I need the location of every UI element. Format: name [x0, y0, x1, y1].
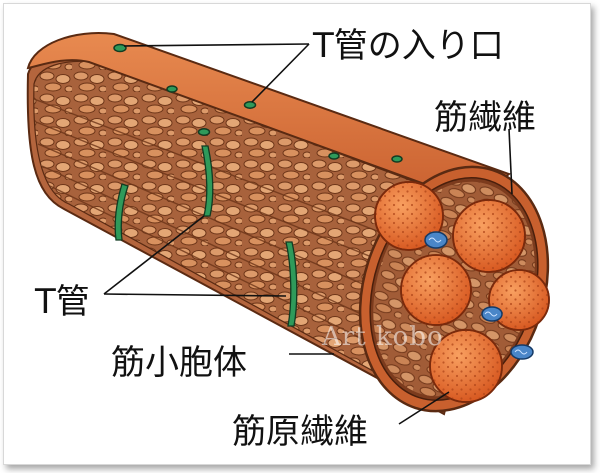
t-tubule-opening: [166, 85, 178, 93]
label-t-tubule-opening: T管の入り口: [313, 26, 504, 66]
t-tubule-openings: [113, 43, 403, 163]
label-sarcoplasmic-reticulum: 筋小胞体: [111, 343, 247, 383]
t-tubule-opening: [243, 101, 257, 109]
illustration-frame: Art koho Art kobo T管の入り口 筋繊維 T管 筋小胞体 筋原繊…: [3, 3, 591, 465]
watermark-left: Art koho: [154, 322, 276, 352]
myofibrils: [374, 181, 550, 403]
leader-t-tubule: [103, 215, 205, 295]
mitochondria: [424, 231, 534, 360]
watermark-right: Art kobo: [322, 322, 444, 352]
leader-muscle-fiber: [508, 128, 513, 195]
label-muscle-fiber: 筋繊維: [434, 98, 536, 138]
t-tubule: [114, 183, 129, 241]
leader-t-tubule: [103, 293, 287, 297]
sarcolemma-top: [26, 32, 512, 204]
t-tubule-opening: [328, 152, 340, 160]
t-tubule-opening: [197, 128, 211, 136]
leader-myofibril: [398, 391, 450, 425]
leader-t-tubule-opening: [123, 43, 310, 47]
t-tubule: [285, 241, 298, 327]
leader-t-tubule-opening: [251, 43, 310, 103]
t-tubule-opening: [113, 43, 127, 53]
muscle-fiber-illustration: [26, 32, 550, 425]
mitochondrion: [481, 306, 503, 322]
mitochondrion: [510, 344, 534, 360]
t-tubule-opening: [391, 155, 403, 163]
label-t-tubule: T管: [35, 282, 90, 322]
label-myofibril: 筋原繊維: [232, 412, 368, 452]
fiber-ridges: [33, 98, 425, 365]
t-tubules: [114, 145, 298, 327]
leader-lines: [103, 43, 513, 425]
mitochondrion: [424, 231, 448, 249]
t-tubule: [201, 145, 214, 217]
